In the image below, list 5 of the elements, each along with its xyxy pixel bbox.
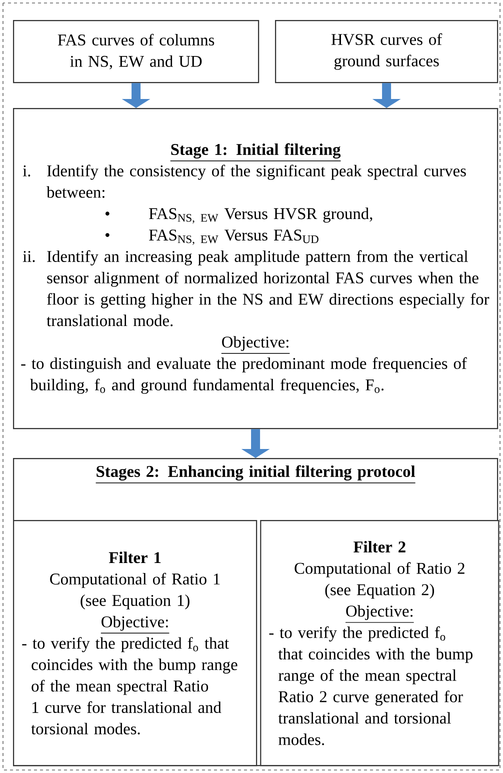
filter-box: Filter 2 Computational of Ratio 2 (see Equation 2) Objective: - to verify the predicted f$_{o}$ that coincides with the bump range of the mean spectral Ratio 2 curve generated for translational and torsional modes. xyxy=(260,520,500,766)
input-box: HVSR curves of ground surfaces xyxy=(275,20,498,84)
filter-box: Filter 1 Computational of Ratio 1 (see Equation 1) Objective: - to verify the predicted f$_{o}$ that coincides with the bump range of the mean spectral Ratio 1 curve for translational and torsional modes. xyxy=(13,520,258,766)
input-box: FAS curves of columns in NS, EW and UD xyxy=(13,20,260,84)
stage-box: Stage 1: Initial filtering i. Identify the consistency of the significant peak spectral curves between: • $\text{FAS}_{\text{NS, EW}}\text{ Versus HVSR ground,}$ • $\text{FAS}_{\text{NS, EW}}\text{ Versus FAS}_{\text{UD}}$ ii. Identify an increasing peak amplitude pattern from the vertical sensor alignment of normalized horizontal FAS curves when the floor is getting higher in the NS and EW directions especially for translational mode. Objective: - to distinguish and evaluate the predominant mode frequencies of building, f$_{o}$ and ground fundamental frequencies, F$_{o}$. xyxy=(13,108,498,430)
